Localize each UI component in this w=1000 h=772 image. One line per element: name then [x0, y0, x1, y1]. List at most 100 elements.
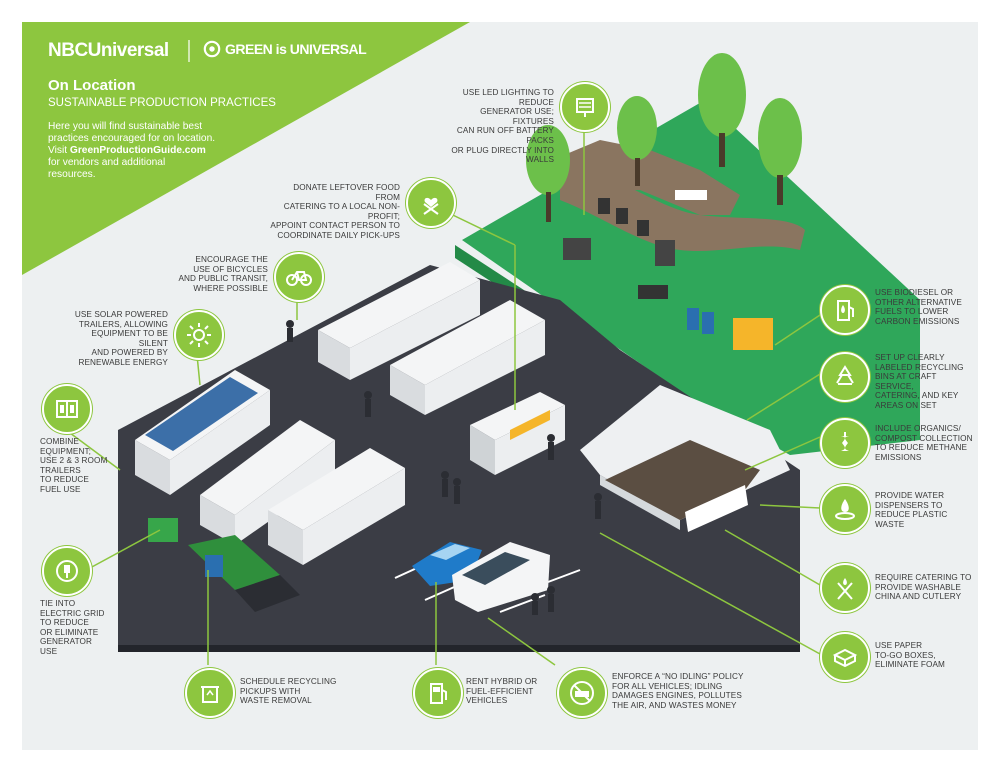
tip-electric-grid: TIE INTO ELECTRIC GRID TO REDUCE OR ELIM… [40, 599, 120, 657]
tip-line: CHINA AND CUTLERY [875, 592, 962, 602]
tree [758, 98, 802, 205]
tip-line: TRAILERS [40, 465, 81, 475]
togo-box-icon [820, 632, 870, 682]
plug-icon [42, 546, 92, 596]
tip-water-dispensers: PROVIDE WATER DISPENSERS TO REDUCE PLAST… [875, 491, 975, 529]
dumpster [188, 535, 280, 590]
trailer [268, 448, 405, 565]
light-stand [637, 220, 649, 236]
tip-line: FUELS TO LOWER [875, 307, 949, 317]
tip-line: TO REDUCE METHANE [875, 443, 968, 453]
tip-line: USE SOLAR POWERED [74, 310, 168, 319]
generator [733, 318, 773, 350]
tip-line: PROVIDE WATER [875, 491, 945, 500]
tip-line: APPOINT CONTACT PERSON TO [270, 221, 400, 231]
tip-recycling-pickups: SCHEDULE RECYCLING PICKUPS WITH WASTE RE… [240, 677, 360, 706]
tip-no-idling: ENFORCE A “NO IDLING” POLICY FOR ALL VEH… [612, 672, 762, 710]
guide-link[interactable]: GreenProductionGuide.com [69, 145, 206, 156]
trailer [318, 262, 480, 380]
camera-rig [655, 240, 675, 266]
tip-line: COMPOST COLLECTION [875, 433, 973, 443]
tip-line: SET UP CLEARLY [875, 353, 945, 362]
green-brand-text: GREEN is UNIVERSAL [225, 41, 367, 57]
tip-line: CATERING, AND KEY [875, 391, 959, 401]
camera-dolly [563, 238, 591, 260]
tip-line: RENEWABLE ENERGY [78, 357, 168, 367]
tip-line: DISPENSERS TO [875, 500, 943, 510]
tip-line: COMBINE [40, 437, 79, 446]
tip-line: DAMAGES ENGINES, POLLUTES [612, 691, 742, 701]
tree [617, 96, 657, 186]
tip-line: TO-GO BOXES, [875, 650, 936, 660]
crowd [286, 320, 602, 615]
tip-line: USE LED LIGHTING TO REDUCE [462, 88, 554, 107]
tip-line: OR ELIMINATE [40, 627, 99, 637]
tip-line: OR PLUG DIRECTLY INTO WALLS [451, 145, 554, 165]
tip-washable-china: REQUIRE CATERING TO PROVIDE WASHABLE CHI… [875, 573, 979, 602]
tip-line: USE PAPER [875, 641, 923, 650]
leaf-ring-icon [203, 40, 221, 58]
tip-line: AREAS ON SET [875, 400, 937, 410]
green-is-universal-logo: GREEN is UNIVERSAL [203, 40, 367, 58]
tip-line: USE BIODIESEL OR [875, 288, 954, 297]
tip-line: EMISSIONS [875, 452, 922, 462]
tip-recycling-bins: SET UP CLEARLY LABELED RECYCLING BINS AT… [875, 353, 977, 411]
tip-line: REQUIRE CATERING TO [875, 573, 972, 582]
tip-line: VEHICLES [466, 696, 508, 706]
tip-line: PROVIDE WASHABLE [875, 582, 961, 592]
recycle-bin [205, 555, 223, 577]
recycle-arrows-icon [820, 352, 870, 402]
food-donation-icon [406, 178, 456, 228]
tip-line: RENT HYBRID OR [466, 677, 538, 686]
white-van [452, 542, 550, 612]
no-idling-car-icon [557, 668, 607, 718]
sun-icon [174, 310, 224, 360]
tip-line: PICKUPS WITH [240, 686, 301, 696]
recycling-bin-icon [185, 668, 235, 718]
tip-line: THE AIR, AND WASTES MONEY [612, 700, 737, 710]
tip-line: GENERATOR [40, 637, 93, 647]
tip-line: FOR ALL VEHICLES; IDLING [612, 681, 723, 691]
nbcuniversal-logo: NBCUniversal [48, 40, 169, 61]
food-truck [470, 392, 565, 475]
tip-line: EQUIPMENT; [40, 446, 92, 456]
tip-solar-trailers: USE SOLAR POWERED TRAILERS, ALLOWING EQU… [60, 310, 168, 368]
tip-line: COORDINATE DAILY PICK-UPS [277, 230, 400, 240]
fuel-pump-icon [413, 668, 463, 718]
tip-led-lighting: USE LED LIGHTING TO REDUCE GENERATOR USE… [438, 88, 554, 165]
tip-paper-boxes: USE PAPER TO-GO BOXES, ELIMINATE FOAM [875, 641, 975, 670]
monitor-cart [638, 285, 668, 299]
dumpster [235, 575, 300, 612]
tip-line: ELIMINATE FOAM [875, 660, 945, 670]
tip-line: CATERING TO A LOCAL NON-PROFIT; [283, 202, 400, 221]
tip-line: WHERE POSSIBLE [193, 283, 268, 293]
lot-edge [118, 645, 800, 652]
intro-line: Here you will find sustainable best [48, 121, 203, 132]
tip-food-donation: DONATE LEFTOVER FOOD FROM CATERING TO A … [268, 183, 400, 241]
light-stand [598, 198, 610, 214]
tip-bicycles: ENCOURAGE THE USE OF BICYCLES AND PUBLIC… [174, 255, 268, 293]
tip-compost: INCLUDE ORGANICS/ COMPOST COLLECTION TO … [875, 424, 977, 462]
park-bench [675, 190, 707, 200]
tip-line: AND POWERED BY [91, 348, 168, 358]
tip-line: CARBON EMISSIONS [875, 316, 960, 326]
light-stand [616, 208, 628, 224]
tip-line: INCLUDE ORGANICS/ [875, 424, 961, 433]
tip-line: SCHEDULE RECYCLING [240, 677, 337, 686]
tip-line: GENERATOR USE; FIXTURES [480, 107, 554, 126]
solar-trailer [135, 370, 270, 495]
fork-knife-icon [820, 563, 870, 613]
tip-hybrid-vehicles: RENT HYBRID OR FUEL-EFFICIENT VEHICLES [466, 677, 550, 706]
apple-core-icon [820, 418, 870, 468]
tip-line: FUEL USE [40, 484, 81, 494]
trailer [200, 420, 335, 545]
connector-lines [65, 128, 821, 666]
page-subtitle: SUSTAINABLE PRODUCTION PRACTICES [48, 97, 276, 109]
bicycle-icon [274, 252, 324, 302]
tree [698, 53, 746, 167]
tip-line: ENCOURAGE THE [195, 255, 268, 264]
park-path [560, 160, 805, 252]
biodiesel-pump-icon [820, 285, 870, 335]
intro-line: Visit [48, 145, 70, 156]
tip-line: TIE INTO [40, 599, 76, 608]
